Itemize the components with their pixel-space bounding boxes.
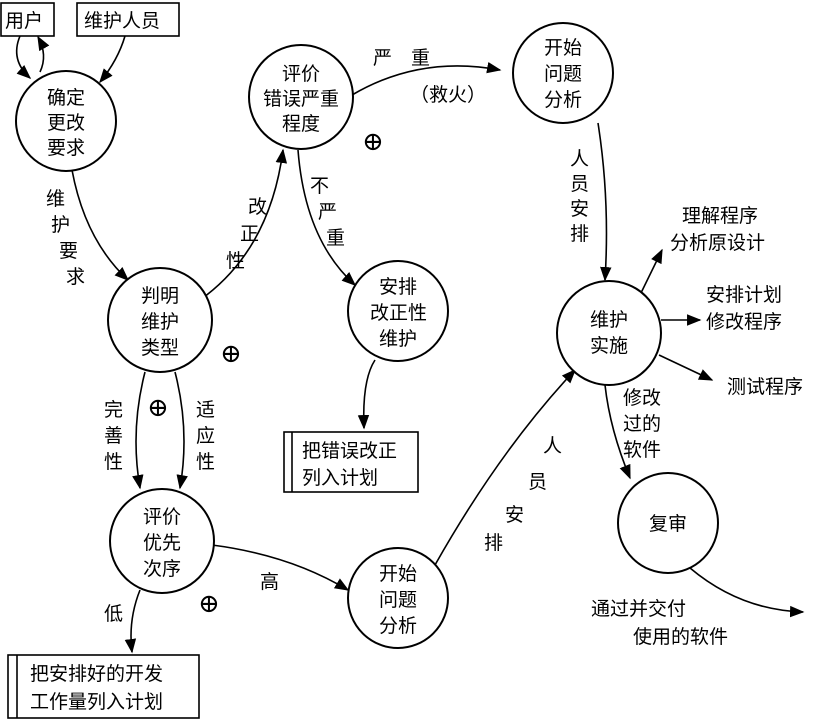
svg-text:性: 性 bbox=[104, 451, 123, 473]
svg-text:改: 改 bbox=[248, 196, 267, 218]
svg-text:评价: 评价 bbox=[282, 63, 320, 85]
svg-text:理解程序: 理解程序 bbox=[682, 205, 758, 227]
svg-text:类型: 类型 bbox=[141, 337, 179, 359]
svg-text:分析: 分析 bbox=[544, 89, 582, 111]
node-review: 复审 bbox=[617, 472, 719, 574]
svg-text:排: 排 bbox=[484, 532, 503, 554]
box-user: 用户 bbox=[0, 2, 55, 37]
svg-text:通过并交付: 通过并交付 bbox=[591, 598, 686, 620]
svg-text:修改: 修改 bbox=[623, 387, 661, 409]
oplus-icon: ⊕ bbox=[220, 339, 242, 369]
label-low: 低 bbox=[104, 603, 123, 625]
svg-text:安排: 安排 bbox=[379, 276, 417, 298]
svg-text:维护: 维护 bbox=[590, 309, 628, 331]
svg-text:正: 正 bbox=[240, 223, 259, 245]
svg-text:分析: 分析 bbox=[379, 615, 417, 637]
svg-text:要求: 要求 bbox=[47, 137, 85, 159]
svg-text:人: 人 bbox=[543, 435, 562, 457]
svg-text:分析原设计: 分析原设计 bbox=[670, 232, 765, 254]
svg-text:维护: 维护 bbox=[379, 328, 417, 350]
label-high: 高 bbox=[260, 571, 279, 593]
label-not-severe: 不严重 bbox=[310, 175, 345, 249]
label-firefight: （救火） bbox=[410, 84, 486, 106]
svg-text:维: 维 bbox=[46, 188, 65, 210]
svg-text:列入计划: 列入计划 bbox=[302, 467, 378, 489]
svg-text:工作量列入计划: 工作量列入计划 bbox=[30, 691, 163, 713]
svg-text:要: 要 bbox=[59, 240, 78, 262]
svg-text:改正性: 改正性 bbox=[370, 302, 427, 324]
svg-text:用户: 用户 bbox=[5, 10, 43, 32]
svg-text:确定: 确定 bbox=[47, 87, 85, 109]
svg-text:更改: 更改 bbox=[47, 112, 85, 134]
svg-text:开始: 开始 bbox=[379, 563, 417, 585]
oplus-icon: ⊕ bbox=[147, 393, 169, 423]
svg-text:软件: 软件 bbox=[623, 439, 661, 461]
svg-text:评价: 评价 bbox=[143, 506, 181, 528]
box-maintainer: 维护人员 bbox=[76, 2, 180, 37]
svg-text:问题: 问题 bbox=[544, 63, 582, 85]
svg-text:错误严重: 错误严重 bbox=[263, 88, 339, 110]
svg-text:问题: 问题 bbox=[379, 589, 417, 611]
label-adaptive: 适应性 bbox=[196, 399, 215, 473]
svg-text:人: 人 bbox=[570, 148, 589, 170]
svg-text:优先: 优先 bbox=[143, 532, 181, 554]
svg-text:求: 求 bbox=[66, 266, 85, 288]
svg-text:安: 安 bbox=[570, 198, 589, 220]
oplus-icon: ⊕ bbox=[362, 127, 384, 157]
label-corrective: 改正性 bbox=[226, 196, 267, 272]
oplus-icon: ⊕ bbox=[198, 589, 220, 619]
svg-text:把安排好的开发: 把安排好的开发 bbox=[30, 663, 163, 685]
svg-text:性: 性 bbox=[196, 451, 215, 473]
svg-text:判明: 判明 bbox=[141, 285, 179, 307]
edges bbox=[15, 35, 805, 654]
svg-text:护: 护 bbox=[51, 214, 70, 236]
svg-text:修改程序: 修改程序 bbox=[706, 311, 782, 333]
svg-text:员: 员 bbox=[528, 471, 547, 493]
svg-text:善: 善 bbox=[104, 425, 123, 447]
svg-text:程度: 程度 bbox=[282, 113, 320, 135]
label-severe: 严 重 bbox=[373, 47, 430, 69]
svg-text:复审: 复审 bbox=[649, 513, 687, 535]
svg-text:严: 严 bbox=[318, 201, 337, 223]
svg-text:实施: 实施 bbox=[590, 335, 628, 357]
svg-text:员: 员 bbox=[570, 173, 589, 195]
svg-text:完: 完 bbox=[104, 399, 123, 421]
label-perfective: 完善性 bbox=[104, 399, 123, 473]
svg-text:排: 排 bbox=[570, 223, 589, 245]
svg-text:安: 安 bbox=[505, 504, 524, 526]
svg-text:开始: 开始 bbox=[544, 37, 582, 59]
svg-text:不: 不 bbox=[310, 175, 329, 197]
svg-text:安排计划: 安排计划 bbox=[706, 284, 782, 306]
svg-text:使用的软件: 使用的软件 bbox=[633, 626, 728, 648]
svg-text:过的: 过的 bbox=[623, 413, 661, 435]
svg-text:把错误改正: 把错误改正 bbox=[302, 440, 397, 462]
svg-text:重: 重 bbox=[326, 227, 345, 249]
svg-text:测试程序: 测试程序 bbox=[727, 376, 803, 398]
svg-text:应: 应 bbox=[196, 425, 215, 447]
svg-text:适: 适 bbox=[196, 399, 215, 421]
oplus-icons: ⊕ ⊕ ⊕ ⊕ bbox=[147, 127, 384, 619]
svg-text:性: 性 bbox=[226, 250, 245, 272]
svg-text:维护: 维护 bbox=[141, 311, 179, 333]
svg-text:次序: 次序 bbox=[143, 558, 181, 580]
svg-text:维护人员: 维护人员 bbox=[84, 10, 160, 32]
